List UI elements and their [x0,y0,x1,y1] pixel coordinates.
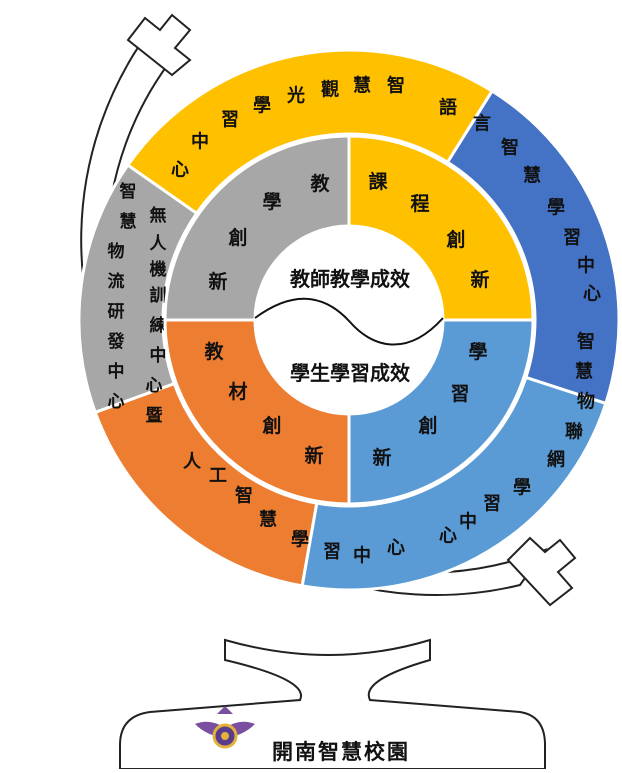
outer-char-iot: 慧 [575,361,593,383]
outer-char-drone: 慧 [120,211,137,232]
inner-char-course: 程 [410,193,429,215]
outer-char-ai-vision: 學 [253,96,271,117]
outer-char-drone: 心 [146,376,163,396]
center-bottom-text: 學生學習成效 [290,361,410,385]
inner-char-teaching: 學 [262,191,281,213]
inner-char-material: 教 [204,340,224,363]
inner-char-course: 新 [470,268,489,291]
outer-char-ai: 中 [353,545,371,567]
inner-char-teaching: 教 [310,172,330,195]
outer-char-iot: 聯 [565,421,583,443]
outer-char-ai: 工 [209,466,227,487]
outer-char-drone: 無 [150,205,167,226]
outer-char-ai: 慧 [259,509,277,531]
outer-segment-ai-vision [125,48,495,216]
outer-char-iot: 中 [459,511,477,533]
outer-char-language: 慧 [523,165,541,187]
center-top-text: 教師教學成效 [290,267,410,291]
inner-char-learning: 學 [468,341,487,363]
inner-char-course: 課 [368,170,388,193]
footer-title: 開南智慧校園 [272,739,410,764]
outer-segment-drone [77,163,199,415]
outer-char-drone: 物 [108,241,125,262]
outer-char-ai: 學 [291,530,309,551]
outer-char-drone: 中 [108,361,125,382]
outer-char-drone: 流 [108,271,125,292]
outer-char-ai: 人 [183,452,202,473]
outer-char-drone: 心 [108,392,125,412]
outer-char-ai: 智 [235,485,253,507]
outer-char-ai-vision: 觀 [321,80,339,101]
outer-char-drone: 研 [108,302,125,322]
outer-char-drone: 發 [107,331,125,352]
outer-char-drone: 練 [150,315,167,336]
outer-char-ai-vision: 光 [286,85,305,107]
outer-char-ai: 心 [387,538,405,559]
outer-char-drone: 機 [150,259,167,280]
outer-segment-iot [300,375,608,592]
inner-char-learning: 創 [418,414,437,437]
outer-char-language: 言 [473,113,491,135]
outer-char-ai-vision: 慧 [353,75,371,97]
outer-char-drone: 智 [120,181,137,202]
outer-char-ai-vision: 智 [387,75,405,97]
outer-char-ai-vision: 心 [171,160,189,181]
kainan-university-emblem [195,706,255,749]
outer-ring: 心中習學光觀慧智語言智慧學習中心智慧物聯網學習中心人工智慧學習中心無人機訓練中心… [77,48,621,592]
outer-char-language: 學 [547,198,565,219]
inner-char-teaching: 創 [228,226,247,249]
inner-char-learning: 習 [450,383,469,405]
outer-segment-language [445,88,621,406]
outer-char-drone: 暨 [146,406,163,426]
inner-char-material: 創 [262,414,281,437]
center-divider-wave [254,297,444,346]
outer-char-iot: 習 [483,494,501,515]
outer-char-iot: 心 [439,526,457,547]
globe-bottom-knob [506,536,577,607]
outer-char-drone: 人 [150,234,168,254]
outer-char-iot: 智 [577,331,595,353]
outer-char-ai: 習 [323,542,341,563]
outer-char-language: 智 [501,137,519,159]
outer-char-iot: 學 [513,478,531,499]
inner-char-learning: 新 [372,446,391,469]
outer-char-language: 習 [563,228,581,249]
outer-char-iot: 網 [547,449,565,471]
outer-char-ai-vision: 習 [221,110,239,131]
outer-char-iot: 物 [577,391,595,413]
inner-char-material: 新 [304,444,323,467]
inner-char-course: 創 [446,228,465,251]
globe-top-knob [126,13,192,77]
inner-char-material: 材 [228,380,247,403]
outer-char-ai-vision: 中 [191,131,209,153]
outer-char-language: 中 [577,255,595,277]
outer-char-language: 心 [583,284,601,305]
inner-char-teaching: 新 [208,270,227,293]
outer-char-drone: 訓 [150,285,167,306]
outer-char-language: 語 [439,97,457,119]
outer-char-drone: 中 [150,345,167,366]
